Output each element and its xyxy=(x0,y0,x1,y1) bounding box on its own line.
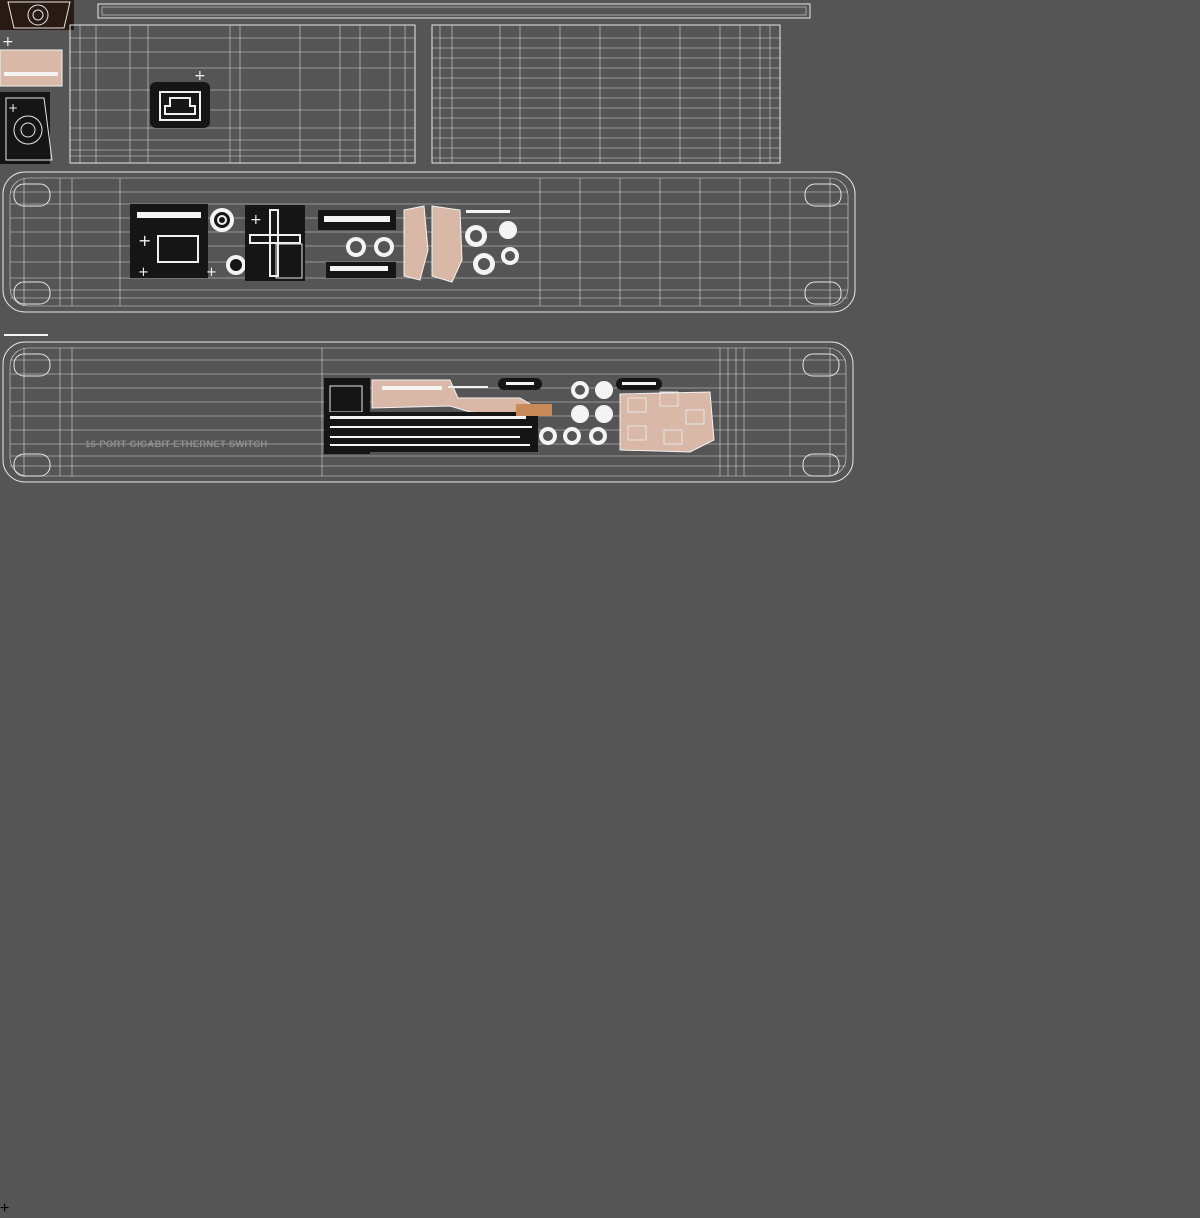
top-panel-left-island: + xyxy=(69,24,416,164)
port-cluster-lower xyxy=(324,378,715,454)
svg-text:+: + xyxy=(194,68,206,84)
svg-text:+: + xyxy=(8,101,18,115)
svg-text:+: + xyxy=(138,231,151,250)
svg-text:+: + xyxy=(138,265,149,280)
corner-parts-top-left: + + xyxy=(0,0,74,164)
front-panel-lower-island xyxy=(2,334,854,483)
vertical-strip-island: + xyxy=(0,1200,10,1217)
svg-text:+: + xyxy=(250,212,262,228)
svg-text:+: + xyxy=(206,265,217,280)
top-bar-island xyxy=(97,3,811,19)
port-cluster-upper: + + + + xyxy=(130,204,519,283)
panel-model-label: 16-PORT GIGABIT ETHERNET SWITCH xyxy=(85,439,268,450)
top-panel-right-island xyxy=(431,24,781,164)
svg-text:+: + xyxy=(2,34,14,50)
